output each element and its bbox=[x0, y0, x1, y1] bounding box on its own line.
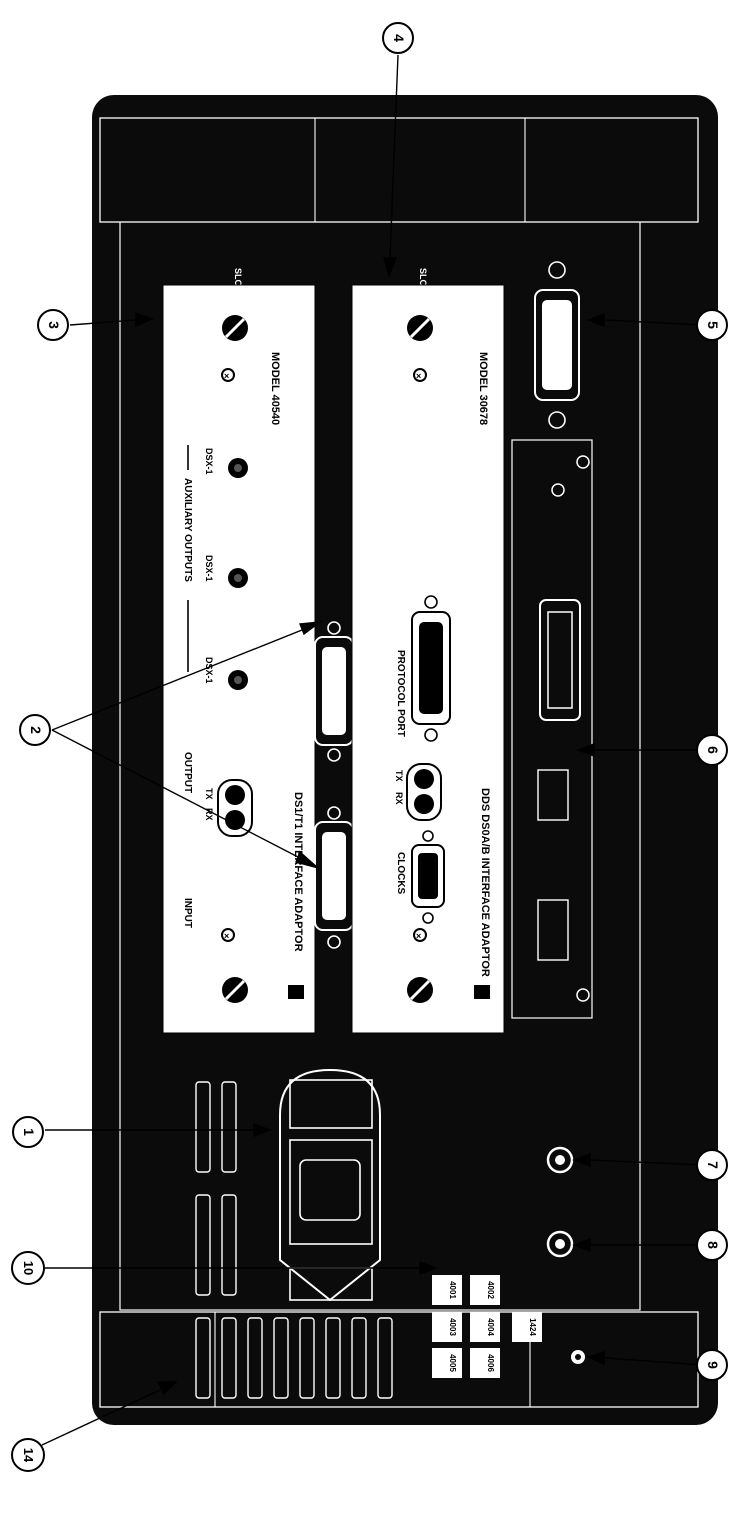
rx-jack[interactable] bbox=[225, 810, 245, 830]
callout-8: 8 bbox=[696, 1229, 728, 1261]
tx-label: TX bbox=[204, 788, 214, 800]
option-badge bbox=[470, 1312, 500, 1342]
screw-head: × bbox=[221, 368, 235, 382]
svg-text:4: 4 bbox=[391, 34, 407, 42]
screw-head: × bbox=[221, 928, 235, 942]
option-badge bbox=[470, 1348, 500, 1378]
thumb-screw[interactable] bbox=[407, 315, 433, 341]
svg-text:1: 1 bbox=[21, 1128, 37, 1136]
power-entry-module[interactable] bbox=[279, 1068, 381, 1302]
option-badge-text: 4006 bbox=[486, 1354, 495, 1372]
dsx1-jack[interactable] bbox=[228, 568, 248, 588]
output-label: OUTPUT bbox=[182, 752, 193, 793]
rx-label: RX bbox=[394, 792, 404, 805]
clocks-port[interactable] bbox=[411, 830, 445, 924]
aux-outputs-label: AUXILIARY OUTPUTS bbox=[182, 478, 193, 582]
option-badge-text: 4001 bbox=[448, 1281, 457, 1299]
screw-head: × bbox=[413, 368, 427, 382]
option-badge-text: 1424 bbox=[528, 1318, 537, 1336]
slot1-label: SLOT 1 bbox=[418, 268, 428, 300]
svg-text:7: 7 bbox=[705, 1161, 721, 1169]
svg-text:8: 8 bbox=[705, 1241, 721, 1249]
callout-2: 2 bbox=[19, 714, 51, 746]
callout-5: 5 bbox=[696, 309, 728, 341]
slot2-label: SLOT 2 bbox=[233, 268, 243, 300]
thumb-screw[interactable] bbox=[222, 977, 248, 1003]
option-badge-text: 4004 bbox=[486, 1318, 495, 1336]
svg-text:10: 10 bbox=[21, 1261, 36, 1275]
logo-mark bbox=[474, 985, 490, 999]
rx-jack[interactable] bbox=[414, 794, 434, 814]
logo-mark bbox=[288, 985, 304, 999]
rx-label: RX bbox=[204, 808, 214, 821]
callout-14: 14 bbox=[11, 1438, 45, 1472]
option-badge bbox=[470, 1275, 500, 1305]
thumb-screw[interactable] bbox=[222, 315, 248, 341]
bottom-foot bbox=[99, 1311, 699, 1408]
dsx1-jack[interactable] bbox=[228, 670, 248, 690]
option-badge bbox=[432, 1275, 462, 1305]
leader-lines bbox=[41, 54, 704, 1446]
input-label: INPUT bbox=[182, 898, 193, 928]
ds1-card-title: DS1/T1 INTERFACE ADAPTOR bbox=[292, 792, 304, 952]
callout-7: 7 bbox=[696, 1149, 728, 1181]
tx-label: TX bbox=[394, 770, 404, 782]
ground-terminal[interactable] bbox=[571, 1350, 585, 1364]
rs232-port-upper[interactable] bbox=[314, 621, 354, 762]
protocol-port-label: PROTOCOL PORT bbox=[395, 650, 406, 737]
ds1-model: MODEL 40540 bbox=[269, 352, 281, 425]
clocks-label: CLOCKS bbox=[395, 852, 406, 895]
dsx1-jack[interactable] bbox=[228, 458, 248, 478]
rx-tx-jack-housing bbox=[217, 779, 253, 837]
tx-jack[interactable] bbox=[414, 769, 434, 789]
screw-head: × bbox=[413, 928, 427, 942]
controller-port[interactable] bbox=[534, 261, 580, 429]
svg-text:5: 5 bbox=[705, 321, 721, 329]
svg-text:×: × bbox=[416, 371, 421, 381]
svg-text:×: × bbox=[224, 371, 229, 381]
bnc-connector[interactable] bbox=[546, 1230, 574, 1258]
svg-text:3: 3 bbox=[46, 321, 62, 329]
vent-slots bbox=[195, 1081, 393, 1399]
rx-tx-jack-housing bbox=[406, 763, 442, 821]
thumb-screw[interactable] bbox=[407, 977, 433, 1003]
svg-text:×: × bbox=[416, 931, 421, 941]
option-badge bbox=[432, 1312, 462, 1342]
dsx1-label: DSX-1 bbox=[204, 657, 214, 684]
rs232-port-lower[interactable] bbox=[314, 806, 354, 949]
dds-model: MODEL 30678 bbox=[477, 352, 489, 425]
option-badge-group: 4001 4002 4003 4004 4005 4006 1424 bbox=[432, 1275, 542, 1378]
option-badge-text: 4005 bbox=[448, 1354, 457, 1372]
dsx1-label: DSX-1 bbox=[204, 555, 214, 582]
svg-text:6: 6 bbox=[705, 746, 721, 754]
callout-1: 1 bbox=[12, 1116, 44, 1148]
option-badge bbox=[512, 1312, 542, 1342]
tx-jack[interactable] bbox=[225, 785, 245, 805]
callout-9: 9 bbox=[696, 1349, 728, 1381]
svg-text:9: 9 bbox=[705, 1361, 721, 1369]
protocol-port[interactable] bbox=[411, 595, 451, 742]
dsx1-label: DSX-1 bbox=[204, 448, 214, 475]
callout-10: 10 bbox=[11, 1251, 45, 1285]
ieee488-interface[interactable] bbox=[511, 439, 593, 1019]
bnc-connector[interactable] bbox=[546, 1146, 574, 1174]
option-badge-text: 4002 bbox=[486, 1281, 495, 1299]
option-badge bbox=[432, 1348, 462, 1378]
dds-card-title: DDS DS0A/B INTERFACE ADAPTOR bbox=[479, 788, 491, 977]
callout-4: 4 bbox=[382, 22, 414, 54]
callout-3: 3 bbox=[37, 309, 69, 341]
svg-text:2: 2 bbox=[28, 726, 44, 734]
callout-6: 6 bbox=[696, 734, 728, 766]
svg-text:×: × bbox=[224, 931, 229, 941]
option-badge-text: 4003 bbox=[448, 1318, 457, 1336]
top-foot bbox=[99, 117, 699, 223]
svg-text:14: 14 bbox=[21, 1448, 36, 1463]
